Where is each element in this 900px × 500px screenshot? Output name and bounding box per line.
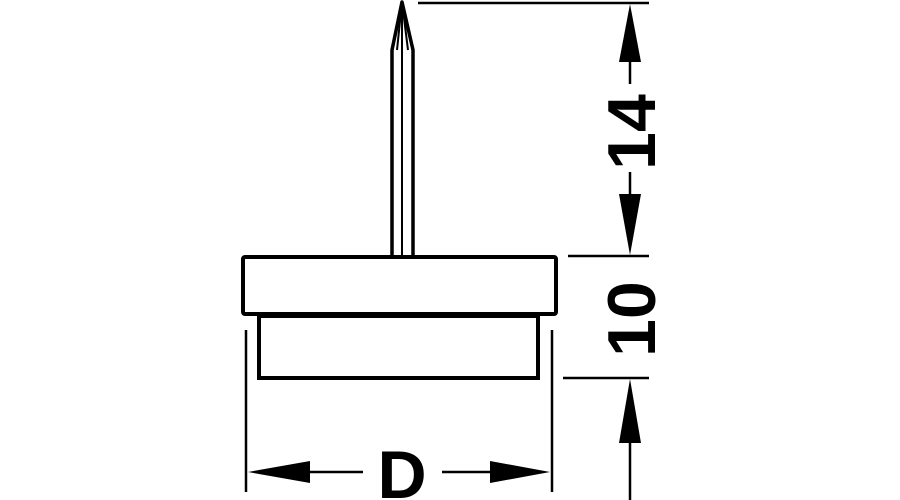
glide-top-plate (241, 255, 558, 316)
arrow-left-icon (248, 461, 310, 483)
nail-pin (390, 0, 415, 256)
arrow-right-icon (490, 461, 550, 483)
body-height-label: 10 (594, 281, 670, 357)
arrow-up-icon (619, 4, 641, 62)
diameter-label: D (377, 437, 426, 500)
pin-length-label: 14 (594, 94, 670, 170)
arrow-down-icon (619, 194, 641, 255)
height-dimensions (418, 1, 649, 500)
glide-base-pad (257, 314, 540, 380)
arrow-up-icon (619, 379, 641, 443)
